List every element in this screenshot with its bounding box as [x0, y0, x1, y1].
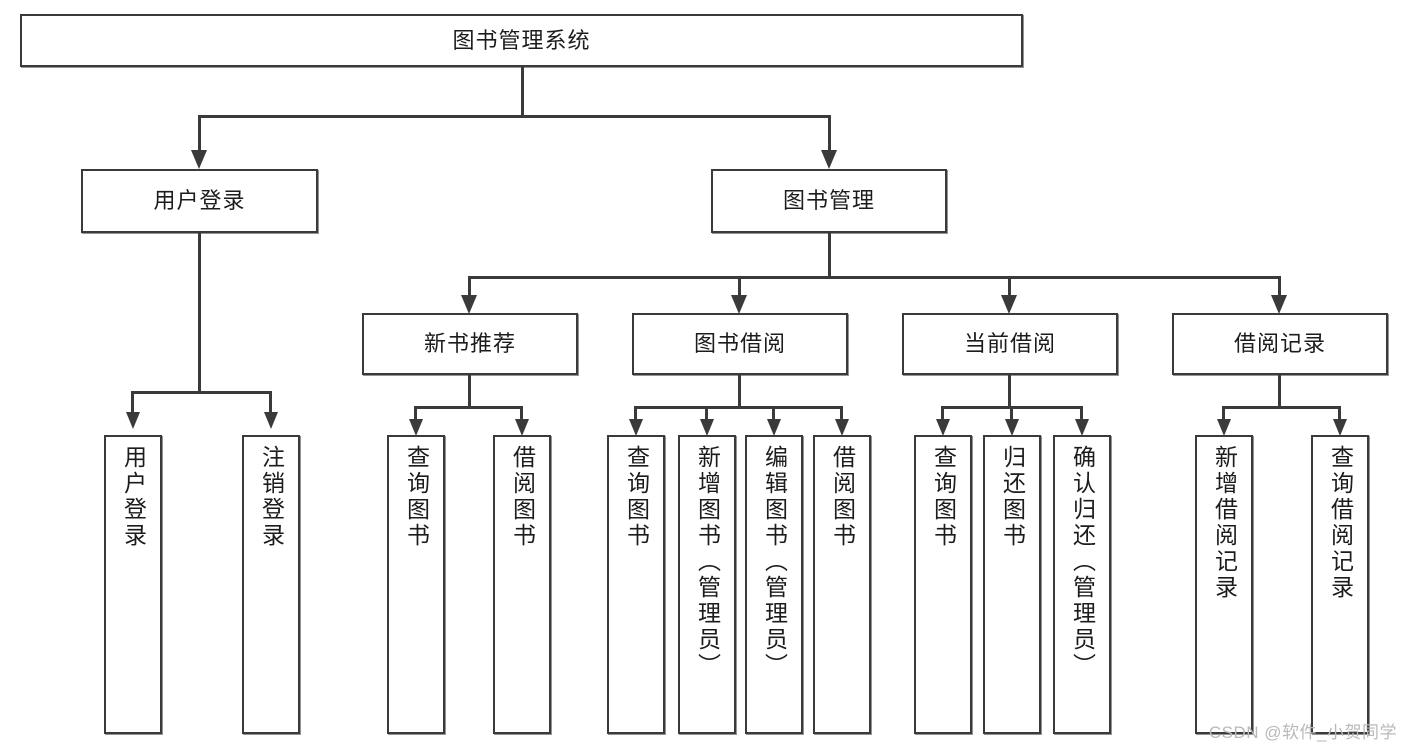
- node-label: 图书管理: [782, 188, 875, 214]
- node-label: 查询图书: [403, 445, 430, 549]
- connector-to-new-book: [468, 276, 471, 298]
- connector-book-borrow-drop-3: [772, 406, 775, 421]
- node-label: 查询借阅记录: [1327, 445, 1354, 601]
- arrow-leaf-confirm-return: [1075, 419, 1089, 436]
- node-book-management[interactable]: 图书管理: [711, 169, 947, 233]
- connector-user-login-bus: [131, 391, 269, 394]
- leaf-confirm-return-admin[interactable]: 确认归还（管理员）: [1053, 435, 1111, 734]
- leaf-query-borrow-record[interactable]: 查询借阅记录: [1311, 435, 1369, 734]
- node-label: 注销登录: [258, 445, 285, 549]
- node-label: 归还图书: [999, 445, 1026, 549]
- connector-to-current-borrow: [1008, 276, 1011, 298]
- arrow-leaf-add-book: [700, 419, 714, 436]
- node-user-login[interactable]: 用户登录: [81, 169, 318, 233]
- node-new-book-recommend[interactable]: 新书推荐: [362, 313, 578, 375]
- leaf-return-book[interactable]: 归还图书: [983, 435, 1041, 734]
- connector-current-borrow-drop-3: [1080, 406, 1083, 421]
- arrow-leaf-query-record: [1333, 419, 1347, 436]
- connector-new-book-drop-2: [520, 406, 523, 421]
- node-label: 图书管理系统: [452, 27, 591, 53]
- connector-level2-bus: [198, 115, 830, 118]
- connector-to-book-management: [828, 115, 831, 152]
- leaf-query-book-current[interactable]: 查询图书: [914, 435, 972, 734]
- arrow-to-user-login: [191, 150, 207, 169]
- connector-new-book-bus: [414, 406, 522, 409]
- arrow-leaf-query-book-3: [936, 419, 950, 436]
- connector-borrow-record-drop-1: [1222, 406, 1225, 421]
- connector-user-login-stem: [198, 233, 201, 393]
- node-label: 编辑图书（管理员）: [761, 445, 788, 679]
- connector-book-borrow-bus: [634, 406, 842, 409]
- leaf-add-borrow-record[interactable]: 新增借阅记录: [1195, 435, 1253, 734]
- connector-current-borrow-stem: [1008, 375, 1011, 408]
- leaf-add-book-admin[interactable]: 新增图书（管理员）: [678, 435, 736, 734]
- node-label: 当前借阅: [963, 331, 1056, 357]
- node-book-management-system[interactable]: 图书管理系统: [20, 14, 1023, 67]
- connector-new-book-stem: [468, 375, 471, 408]
- node-book-borrow[interactable]: 图书借阅: [632, 313, 848, 375]
- leaf-edit-book-admin[interactable]: 编辑图书（管理员）: [745, 435, 803, 734]
- leaf-query-book-recommend[interactable]: 查询图书: [387, 435, 445, 734]
- connector-to-user-login: [198, 115, 201, 152]
- node-label: 确认归还（管理员）: [1069, 445, 1096, 679]
- node-label: 新增借阅记录: [1211, 445, 1238, 601]
- node-label: 查询图书: [930, 445, 957, 549]
- connector-book-borrow-drop-2: [705, 406, 708, 421]
- leaf-user-login[interactable]: 用户登录: [104, 435, 162, 734]
- arrow-leaf-query-book-2: [629, 419, 643, 436]
- connector-borrow-record-drop-2: [1338, 406, 1341, 421]
- node-label: 查询图书: [623, 445, 650, 549]
- node-label: 新书推荐: [423, 331, 516, 357]
- connector-borrow-record-bus: [1222, 406, 1340, 409]
- arrow-leaf-edit-book: [767, 419, 781, 436]
- node-current-borrow[interactable]: 当前借阅: [902, 313, 1118, 375]
- connector-level3-bus: [468, 276, 1280, 279]
- connector-book-borrow-stem: [738, 375, 741, 408]
- arrow-leaf-borrow-book-1: [515, 419, 529, 436]
- node-label: 图书借阅: [693, 331, 786, 357]
- connector-book-borrow-drop-1: [634, 406, 637, 421]
- node-label: 新增图书（管理员）: [694, 445, 721, 679]
- connector-user-login-drop-2: [269, 391, 272, 414]
- arrow-to-book-management: [821, 150, 837, 169]
- leaf-borrow-book[interactable]: 借阅图书: [813, 435, 871, 734]
- leaf-query-book-borrow[interactable]: 查询图书: [607, 435, 665, 734]
- connector-to-book-borrow: [738, 276, 741, 298]
- arrow-to-book-borrow: [731, 295, 747, 314]
- node-label: 借阅图书: [829, 445, 856, 549]
- connector-new-book-drop-1: [414, 406, 417, 421]
- connector-current-borrow-drop-1: [941, 406, 944, 421]
- arrow-to-borrow-record: [1271, 295, 1287, 314]
- arrow-to-new-book-recommend: [461, 295, 477, 314]
- connector-book-management-stem: [828, 233, 831, 278]
- arrow-leaf-logout: [264, 412, 278, 429]
- arrow-leaf-user-login: [126, 412, 140, 429]
- leaf-logout-login[interactable]: 注销登录: [242, 435, 300, 734]
- node-label: 用户登录: [153, 188, 246, 214]
- arrow-leaf-borrow-book-2: [835, 419, 849, 436]
- node-borrow-record[interactable]: 借阅记录: [1172, 313, 1388, 375]
- arrow-leaf-add-record: [1217, 419, 1231, 436]
- leaf-borrow-book-recommend[interactable]: 借阅图书: [493, 435, 551, 734]
- arrow-leaf-return-book: [1005, 419, 1019, 436]
- arrow-leaf-query-book-1: [409, 419, 423, 436]
- arrow-to-current-borrow: [1001, 295, 1017, 314]
- connector-book-borrow-drop-4: [840, 406, 843, 421]
- node-label: 借阅记录: [1233, 331, 1326, 357]
- connector-to-borrow-record: [1278, 276, 1281, 298]
- connector-root-stem: [521, 67, 524, 117]
- node-label: 用户登录: [120, 445, 147, 549]
- node-label: 借阅图书: [509, 445, 536, 549]
- connector-user-login-drop-1: [131, 391, 134, 414]
- connector-borrow-record-stem: [1278, 375, 1281, 408]
- connector-current-borrow-drop-2: [1010, 406, 1013, 421]
